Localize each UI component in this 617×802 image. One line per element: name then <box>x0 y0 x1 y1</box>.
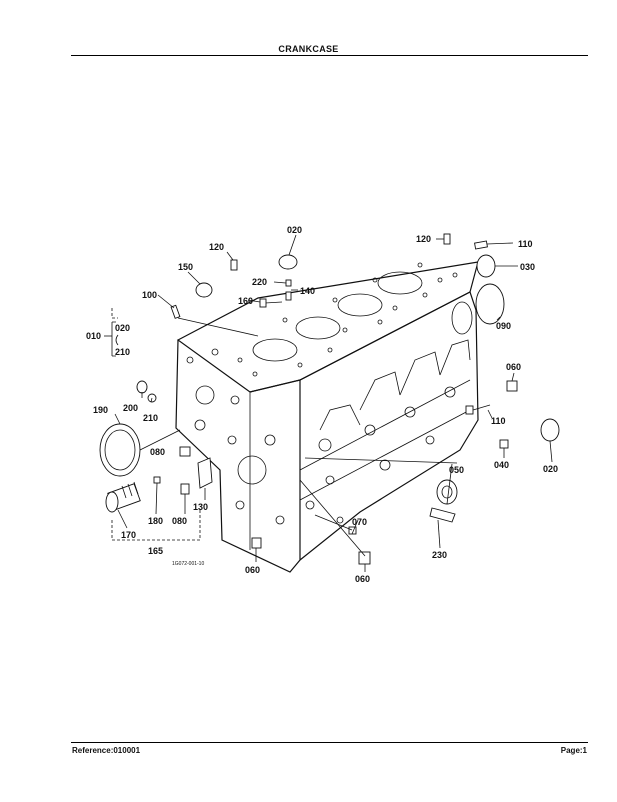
callout-130: 130 <box>193 502 208 512</box>
callout-210: 210 <box>143 413 158 423</box>
callout-070: 070 <box>352 517 367 527</box>
crankcase-block <box>175 261 479 573</box>
callout-180: 180 <box>148 516 163 526</box>
callout-210: 210 <box>115 347 130 357</box>
callout-080: 080 <box>150 447 165 457</box>
callout-120: 120 <box>416 234 431 244</box>
callout-060: 060 <box>506 362 521 372</box>
callout-200: 200 <box>123 403 138 413</box>
callout-100: 100 <box>142 290 157 300</box>
footer-divider <box>71 742 588 743</box>
callout-090: 090 <box>496 321 511 331</box>
page-number: Page:1 <box>560 746 587 755</box>
callout-060: 060 <box>355 574 370 584</box>
reference-label: Reference:010001 <box>72 746 141 755</box>
page-title: CRANKCASE <box>278 44 339 54</box>
callout-040: 040 <box>494 460 509 470</box>
callout-050: 050 <box>449 465 464 475</box>
callout-060: 060 <box>245 565 260 575</box>
callout-190: 190 <box>93 405 108 415</box>
callout-150: 150 <box>178 262 193 272</box>
callout-160: 160 <box>238 296 253 306</box>
callout-020: 020 <box>115 323 130 333</box>
callout-080: 080 <box>172 516 187 526</box>
callout-020: 020 <box>543 464 558 474</box>
callout-140: 140 <box>300 286 315 296</box>
callout-230: 230 <box>432 550 447 560</box>
loose-parts <box>99 233 560 565</box>
figure-code: 1G072-001-10 <box>172 561 204 567</box>
callout-110: 110 <box>491 416 506 426</box>
callout-020: 020 <box>287 225 302 235</box>
callout-220: 220 <box>252 277 267 287</box>
callout-170: 170 <box>121 530 136 540</box>
callout-030: 030 <box>520 262 535 272</box>
header-divider <box>71 55 588 56</box>
callout-110: 110 <box>518 239 533 249</box>
leader-lines <box>104 234 553 572</box>
callout-010: 010 <box>86 331 101 341</box>
callout-165: 165 <box>148 546 163 556</box>
callout-labels: 020 120 120 110 030 150 220 140 100 160 … <box>86 225 558 584</box>
callout-120: 120 <box>209 242 224 252</box>
